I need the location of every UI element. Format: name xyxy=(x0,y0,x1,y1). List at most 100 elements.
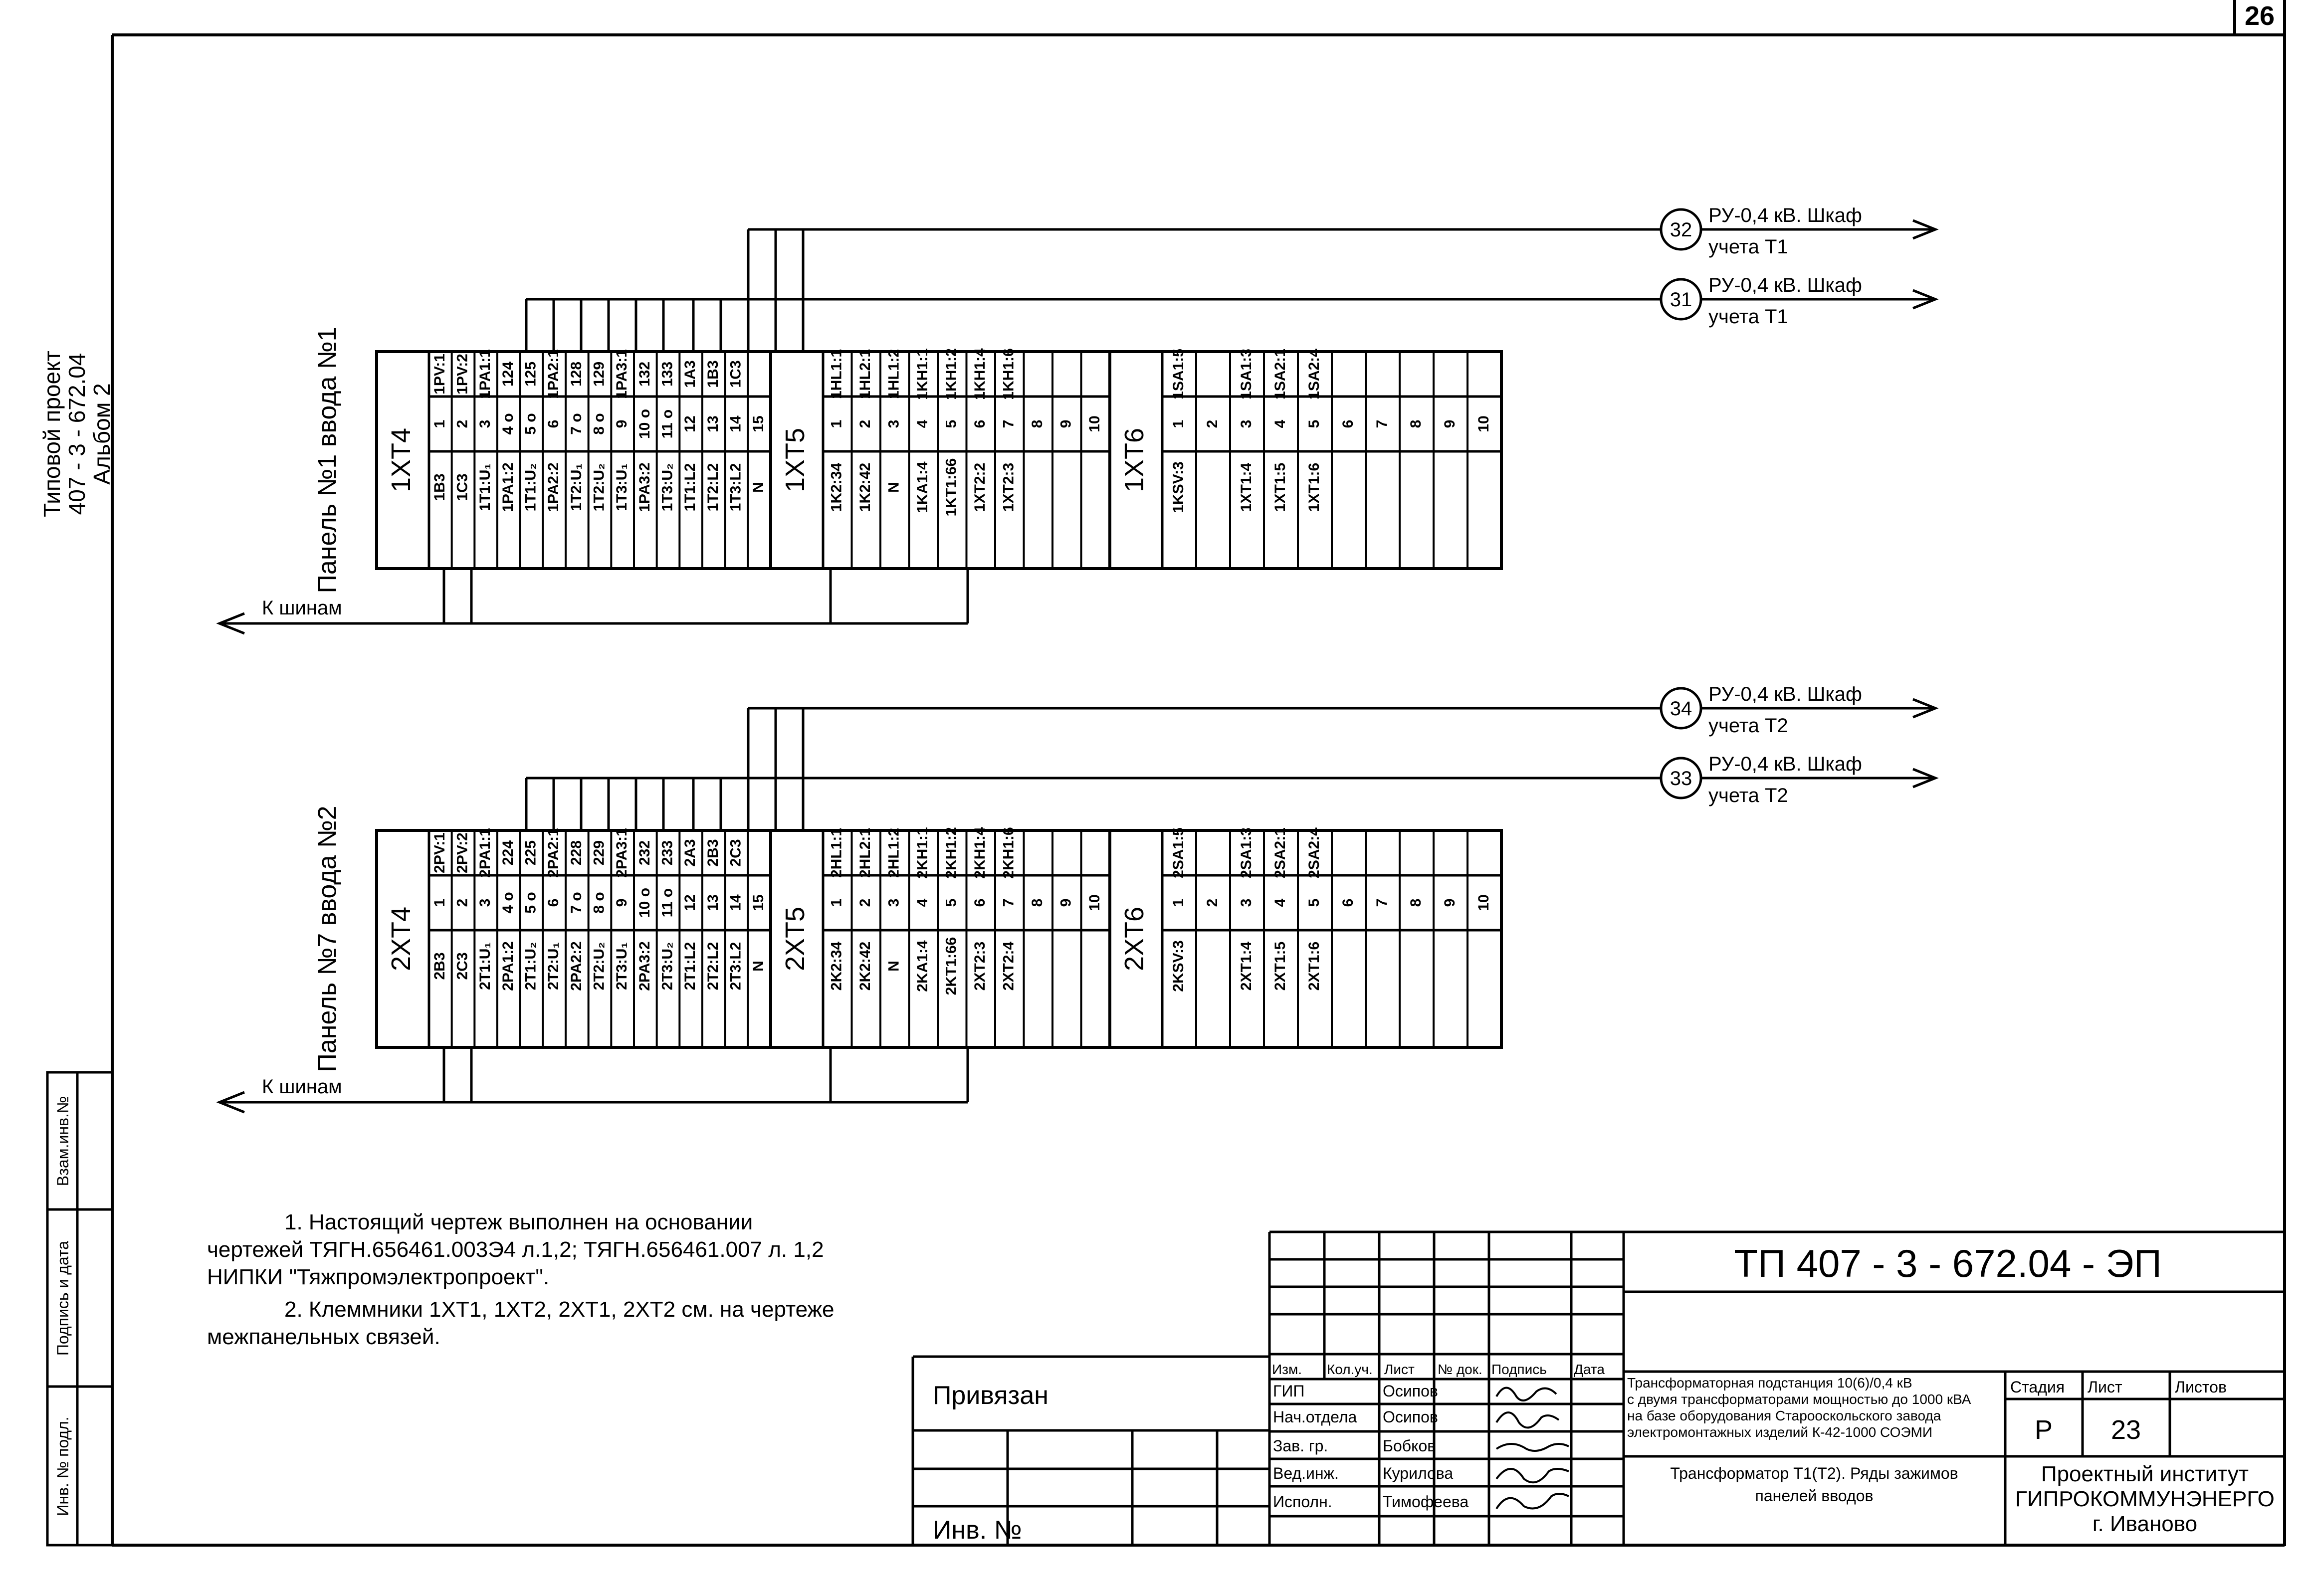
terminal-top-label: 1PA3:1 xyxy=(614,349,630,399)
terminal-bottom-label: 2T3:L2 xyxy=(727,942,744,991)
destination-label: РУ-0,4 кВ. Шкаф xyxy=(1708,274,1862,296)
role-label: Зав. гр. xyxy=(1273,1437,1328,1455)
terminal-bottom-label: 1XT1:6 xyxy=(1306,463,1322,512)
arrow-head xyxy=(216,612,245,635)
project-description: электромонтажных изделий К-42-1000 СОЭМИ xyxy=(1627,1424,1932,1440)
terminal-top-label: 1HL1:1 xyxy=(829,349,845,399)
terminal-bottom-label: 2T3:U₂ xyxy=(659,942,675,991)
terminal-bottom-label: 1K2:34 xyxy=(829,462,845,512)
terminal-number: 5 xyxy=(943,420,960,428)
terminal-number: 6 xyxy=(545,420,562,428)
block-name: 1XT5 xyxy=(780,428,810,492)
terminal-top-label: 1PV:2 xyxy=(454,354,470,395)
header-signature: Подпись xyxy=(1491,1362,1547,1377)
terminal-bottom-label: 1T1:U₂ xyxy=(522,463,539,512)
terminal-number: 3 xyxy=(1238,420,1255,428)
terminal-number: 8 xyxy=(1408,899,1424,907)
terminal-bottom-label: 1KSV:3 xyxy=(1170,461,1187,513)
project-description: с двумя трансформаторами мощностью до 10… xyxy=(1627,1392,1971,1407)
terminal-number: 4 xyxy=(1272,898,1288,907)
terminal-number: 6 xyxy=(972,420,988,428)
terminal-bottom-label: 1T3:U₂ xyxy=(659,463,675,512)
note-line: НИПКИ "Тяжпромэлектропроект". xyxy=(207,1265,549,1289)
terminal-number: 13 xyxy=(705,415,721,432)
terminal-number: 4 xyxy=(1272,419,1288,428)
terminal-bottom-label: 1T3:U₁ xyxy=(614,463,630,511)
terminal-top-label: 1KH1:6 xyxy=(1001,348,1017,399)
role-label: Исполн. xyxy=(1273,1493,1332,1511)
terminal-bottom-label: 1KT1:66 xyxy=(943,458,960,517)
block-name: 1XT4 xyxy=(386,428,416,492)
terminal-number: 6 xyxy=(1340,899,1356,907)
terminal-top-label: 1SA1:5 xyxy=(1170,349,1187,399)
terminal-number: 8 xyxy=(1408,420,1424,428)
terminal-number: 15 xyxy=(750,894,767,911)
terminal-top-label: 2KH1:4 xyxy=(972,827,988,879)
left-stamp-replaced-inv: Взам.инв.№ xyxy=(54,1096,72,1186)
block-name: 2XT4 xyxy=(386,907,416,971)
document-code: ТП 407 - 3 - 672.04 - ЭП xyxy=(1734,1241,2162,1285)
terminal-bottom-label: N xyxy=(750,961,767,972)
terminal-bottom-label: 1XT2:2 xyxy=(972,463,988,512)
terminal-number: 13 xyxy=(705,894,721,911)
cable-number: 33 xyxy=(1670,768,1692,790)
terminal-top-label: 1A3 xyxy=(682,360,698,388)
terminal-top-label: 2SA1:5 xyxy=(1170,827,1187,878)
terminal-block-1XT6: 1XT61SA1:511KSV:321SA1:331XT1:41SA2:141X… xyxy=(1108,349,1501,569)
destination-label: учета T2 xyxy=(1708,715,1788,737)
left-stamp-original-inv: Инв. № подл. xyxy=(54,1416,72,1516)
terminal-number: 10 xyxy=(1475,415,1492,432)
terminal-top-label: 2C3 xyxy=(727,839,744,866)
terminal-number: 11 o xyxy=(659,409,675,438)
terminal-number: 9 xyxy=(1442,899,1458,907)
role-name: Курилова xyxy=(1383,1464,1453,1482)
terminal-number: 2 xyxy=(1204,899,1221,907)
terminal-number: 4 xyxy=(914,898,931,907)
to-buses-label: К шинам xyxy=(262,597,342,619)
terminal-block-1XT4: 1XT41PV:111B31PV:221C31PA1:131T1:U₁1244 … xyxy=(375,349,771,569)
terminal-number: 7 xyxy=(1001,899,1017,907)
terminal-number: 2 xyxy=(857,899,873,907)
terminal-top-label: 225 xyxy=(522,840,539,865)
terminal-number: 14 xyxy=(727,415,744,432)
terminal-number: 9 xyxy=(614,420,630,428)
terminal-block-2XT5: 2XT52HL1:112K2:342HL2:122K2:422HL1:23N2K… xyxy=(769,827,1110,1047)
terminal-block-2XT6: 2XT62SA1:512KSV:322SA1:332XT1:42SA2:142X… xyxy=(1108,827,1501,1047)
terminal-number: 4 xyxy=(914,419,931,428)
terminal-top-label: 2PA1:1 xyxy=(477,828,493,878)
terminal-number: 3 xyxy=(477,420,493,428)
terminal-bottom-label: 2B3 xyxy=(431,952,448,980)
note-line: 2. Клеммники 1XT1, 1XT2, 2XT1, 2XT2 см. … xyxy=(284,1297,835,1322)
destination-label: РУ-0,4 кВ. Шкаф xyxy=(1708,753,1862,775)
terminal-top-label: 124 xyxy=(500,362,516,387)
terminal-top-label: 2A3 xyxy=(682,839,698,866)
sheet-number: 26 xyxy=(2245,1,2275,31)
terminal-number: 8 o xyxy=(591,892,607,913)
terminal-top-label: 1PA1:1 xyxy=(477,349,493,399)
terminal-bottom-label: 2K2:34 xyxy=(829,941,845,991)
block-name: 2XT5 xyxy=(780,907,810,971)
terminal-bottom-label: 1B3 xyxy=(431,473,448,501)
terminal-number: 2 xyxy=(454,420,470,428)
terminal-number: 6 xyxy=(972,899,988,907)
terminal-number: 1 xyxy=(1170,420,1187,428)
terminal-bottom-label: 2T3:U₁ xyxy=(614,942,630,990)
cable-number: 31 xyxy=(1670,289,1692,311)
cable-number: 34 xyxy=(1670,698,1692,720)
terminal-number: 9 xyxy=(1058,899,1074,907)
terminal-top-label: 133 xyxy=(659,362,675,387)
terminal-bottom-label: 2T1:L2 xyxy=(682,942,698,991)
terminal-number: 8 o xyxy=(591,413,607,434)
terminal-bottom-label: N xyxy=(886,482,902,493)
terminal-top-label: 1PV:1 xyxy=(431,354,448,395)
terminal-block-1XT5: 1XT51HL1:111K2:341HL2:121K2:421HL1:23N1K… xyxy=(769,348,1110,569)
organization: г. Иваново xyxy=(2093,1512,2197,1536)
terminal-number: 12 xyxy=(682,894,698,911)
terminal-top-label: 2HL1:2 xyxy=(886,828,902,878)
terminal-top-label: 233 xyxy=(659,840,675,865)
terminal-top-label: 2KH1:2 xyxy=(943,827,960,878)
